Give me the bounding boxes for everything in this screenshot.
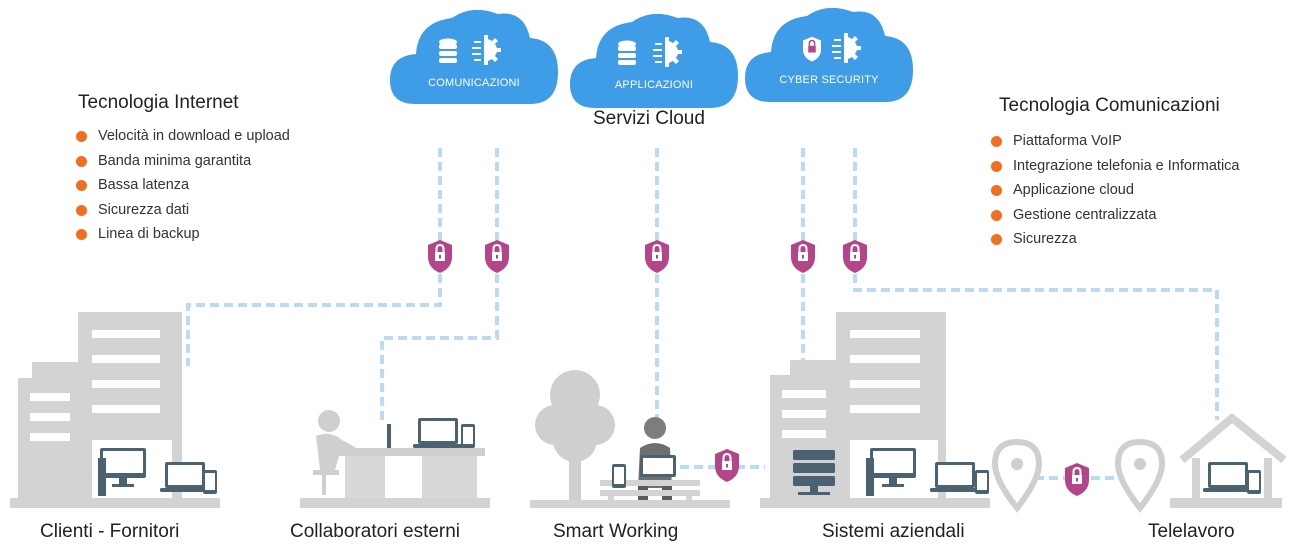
list-item: Sicurezza dati <box>76 198 290 223</box>
cloud-comunicazioni <box>390 9 558 104</box>
security-lock-icon <box>484 239 510 274</box>
internet-technology-list: Velocità in download e upload Banda mini… <box>76 124 290 247</box>
cloud-cyber-security <box>745 7 913 102</box>
laptop-icon <box>413 418 463 448</box>
cloud-label: CYBER SECURITY <box>779 74 879 86</box>
pc-tower-icon <box>866 458 874 496</box>
tablet-icon <box>1247 470 1261 494</box>
security-lock-icon <box>842 239 868 274</box>
person-icon <box>318 410 340 432</box>
bullet-icon <box>76 180 87 191</box>
tree-icon <box>535 370 615 500</box>
laptop-icon <box>930 462 980 492</box>
security-lock-icon <box>427 239 453 274</box>
tablet-icon <box>975 470 989 494</box>
location-pin-icon <box>1118 442 1162 508</box>
list-item: Sicurezza <box>991 227 1240 252</box>
label-clienti-fornitori: Clienti - Fornitori <box>40 521 180 542</box>
list-item: Piattaforma VoIP <box>991 129 1240 154</box>
connector-lines <box>186 148 1219 480</box>
bullet-icon <box>76 204 87 216</box>
house-icon <box>1170 412 1287 508</box>
label-telelavoro: Telelavoro <box>1148 521 1235 542</box>
security-lock-icon <box>714 448 740 483</box>
security-lock-icon <box>1064 462 1090 497</box>
internet-technology-title: Tecnologia Internet <box>78 92 239 113</box>
list-item: Velocità in download e upload <box>76 124 290 149</box>
security-lock-icon <box>644 239 670 274</box>
list-item: Bassa latenza <box>76 173 290 198</box>
connector-collaboratori <box>380 148 499 420</box>
cloud-services-caption: Servizi Cloud <box>593 108 705 129</box>
tablet-icon <box>203 470 217 494</box>
bullet-icon <box>76 155 87 167</box>
list-item: Banda minima garantita <box>76 149 290 174</box>
shield-lock-icon <box>803 36 821 62</box>
bullet-icon <box>991 234 1002 245</box>
communications-technology-list: Piattaforma VoIP Integrazione telefonia … <box>991 129 1240 252</box>
list-item: Linea di backup <box>76 222 290 247</box>
list-item: Gestione centralizzata <box>991 203 1240 228</box>
label-smart-working: Smart Working <box>553 521 679 542</box>
location-pin-icon <box>995 442 1039 508</box>
list-item: Applicazione cloud <box>991 178 1240 203</box>
monitor-icon <box>387 424 391 448</box>
bullet-icon <box>76 229 87 240</box>
bullet-icon <box>991 185 1002 196</box>
connector-sistemi-b <box>853 148 1219 420</box>
connector-clienti <box>186 148 442 366</box>
label-collaboratori-esterni: Collaboratori esterni <box>290 521 461 542</box>
cloud-applicazioni <box>570 13 738 108</box>
server-icon <box>793 450 835 495</box>
bullet-icon <box>991 160 1002 172</box>
pc-tower-icon <box>98 458 106 496</box>
laptop-icon <box>1203 462 1253 492</box>
bullet-icon <box>76 131 87 142</box>
person-laptop-icon <box>638 417 676 500</box>
laptop-icon <box>160 462 210 492</box>
list-item: Integrazione telefonia e Informatica <box>991 154 1240 179</box>
bullet-icon <box>991 136 1002 147</box>
cloud-label: APPLICAZIONI <box>614 79 694 91</box>
cloud-label: COMUNICAZIONI <box>428 77 520 89</box>
label-sistemi-aziendali: Sistemi aziendali <box>822 521 965 542</box>
bullet-icon <box>991 209 1002 221</box>
tablet-icon <box>461 424 475 448</box>
communications-technology-title: Tecnologia Comunicazioni <box>999 95 1220 116</box>
desk-collaboratori <box>300 410 490 508</box>
tablet-icon <box>612 464 626 488</box>
security-lock-icon <box>790 239 816 274</box>
